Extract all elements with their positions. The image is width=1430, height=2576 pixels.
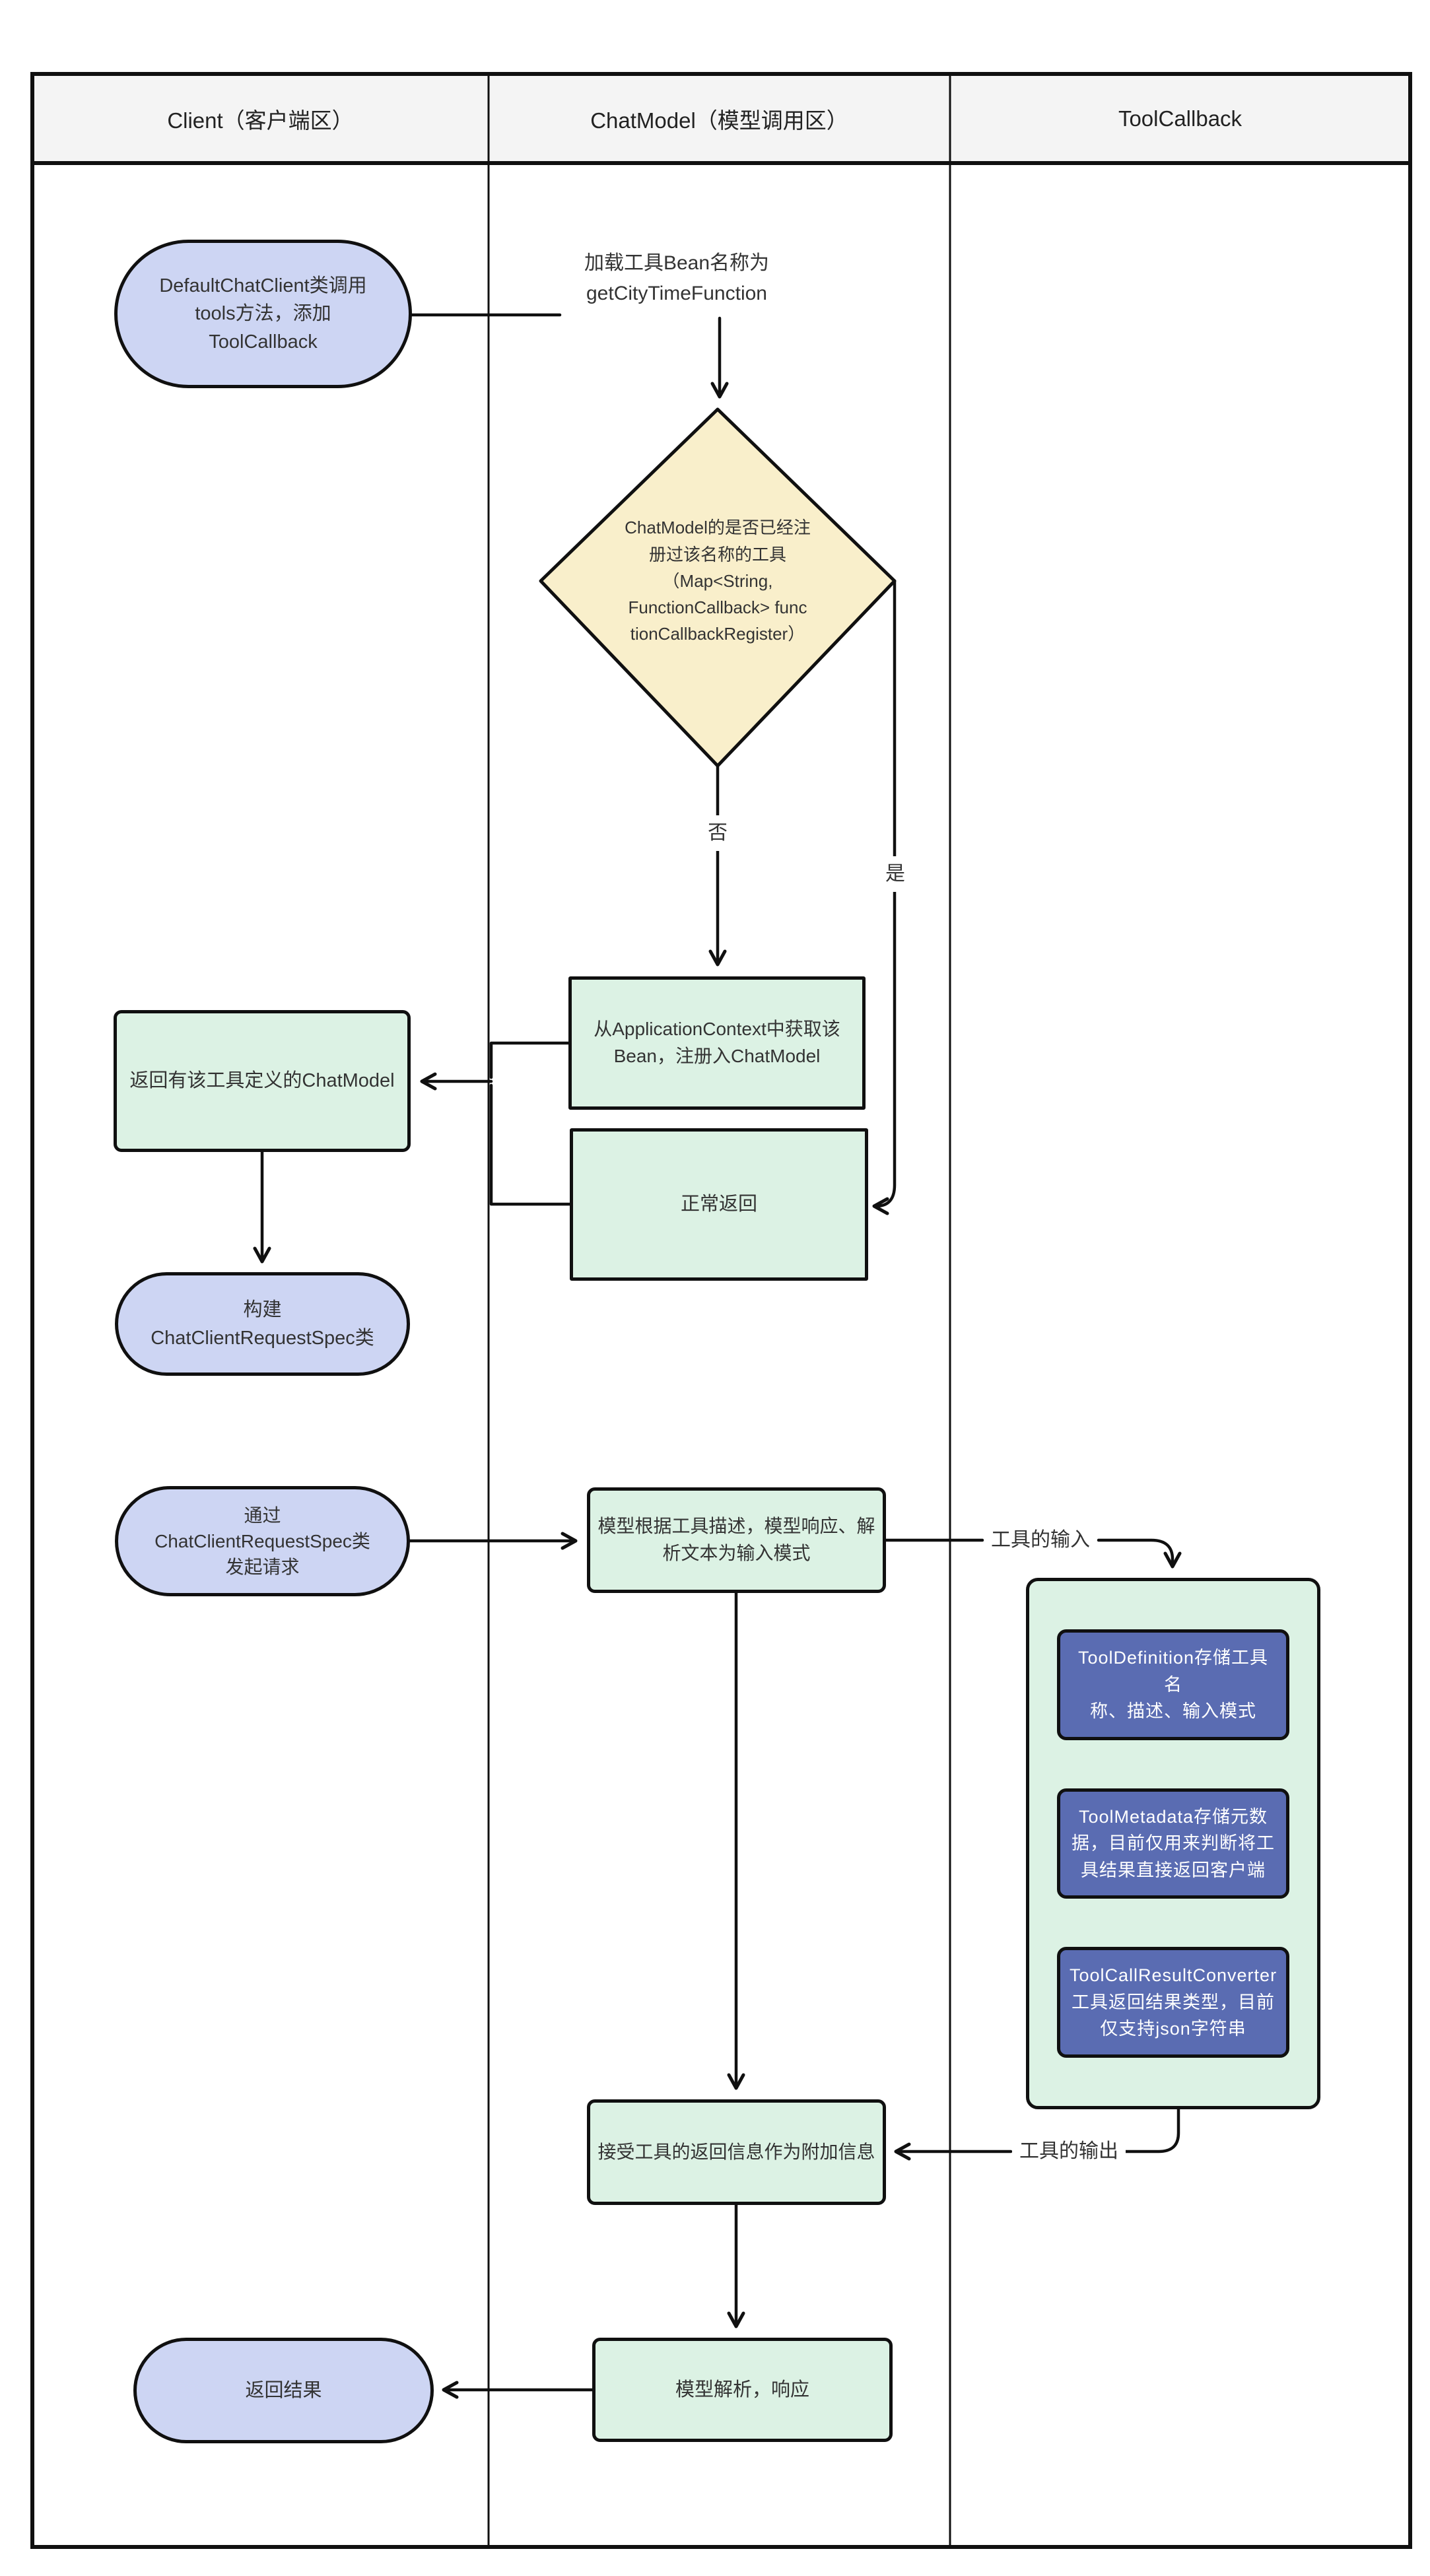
node-tool-metadata: ToolMetadata存储元数 据，目前仅用来判断将工 具结果直接返回客户端 bbox=[1057, 1788, 1289, 1899]
node-build-spec: 构建 ChatClientRequestSpec类 bbox=[115, 1272, 410, 1376]
node-model-parse-input: 模型根据工具描述，模型响应、解 析文本为输入模式 bbox=[587, 1487, 886, 1593]
swimlane-outer-border bbox=[30, 72, 1412, 2549]
edge-container-to-tooloutput-label bbox=[1099, 2107, 1180, 2153]
swimlane-header-band bbox=[32, 74, 1410, 163]
lane-title-client: Client（客户端区） bbox=[167, 108, 354, 133]
toolcallback-container: ToolDefinition存储工具名 称、描述、输入模式 ToolMetada… bbox=[1026, 1578, 1320, 2109]
node-accept-tool-info: 接受工具的返回信息作为附加信息 bbox=[587, 2099, 886, 2205]
node-get-bean: 从ApplicationContext中获取该 Bean，注册入ChatMode… bbox=[568, 976, 866, 1110]
node-return-chatmodel: 返回有该工具定义的ChatModel bbox=[114, 1010, 411, 1152]
lane-title-toolcallback: ToolCallback bbox=[1118, 106, 1243, 131]
node-start-default-chat-client: DefaultChatClient类调用 tools方法，添加 ToolCall… bbox=[114, 240, 412, 388]
edge-decision-yes bbox=[872, 579, 897, 1215]
decision-diamond-shape bbox=[539, 407, 897, 768]
label-branch-no: 否 bbox=[698, 815, 737, 851]
node-normal-return: 正常返回 bbox=[570, 1128, 868, 1281]
edge-toolinput-to-container bbox=[1097, 1538, 1182, 1569]
label-load-bean: 加载工具Bean名称为 getCityTimeFunction bbox=[584, 252, 770, 305]
label-tool-output: 工具的输出 bbox=[1012, 2132, 1126, 2171]
node-tool-result-converter: ToolCallResultConverter 工具返回结果类型，目前 仅支持j… bbox=[1057, 1947, 1289, 2058]
edge-getbean-to-junction bbox=[489, 1041, 570, 1079]
label-branch-yes: 是 bbox=[877, 856, 913, 892]
node-tool-definition: ToolDefinition存储工具名 称、描述、输入模式 bbox=[1057, 1629, 1289, 1740]
node-return-result: 返回结果 bbox=[133, 2338, 434, 2443]
node-send-request: 通过 ChatClientRequestSpec类 发起请求 bbox=[115, 1486, 410, 1596]
edge-normalreturn-to-junction bbox=[489, 1083, 572, 1206]
node-decision-text: ChatModel的是否已经注 册过该名称的工具 （Map<String, Fu… bbox=[625, 518, 811, 644]
label-tool-input: 工具的输入 bbox=[991, 1528, 1090, 1551]
lane-title-chatmodel: ChatModel（模型调用区） bbox=[590, 108, 848, 133]
node-model-parse-response: 模型解析，响应 bbox=[592, 2338, 893, 2442]
